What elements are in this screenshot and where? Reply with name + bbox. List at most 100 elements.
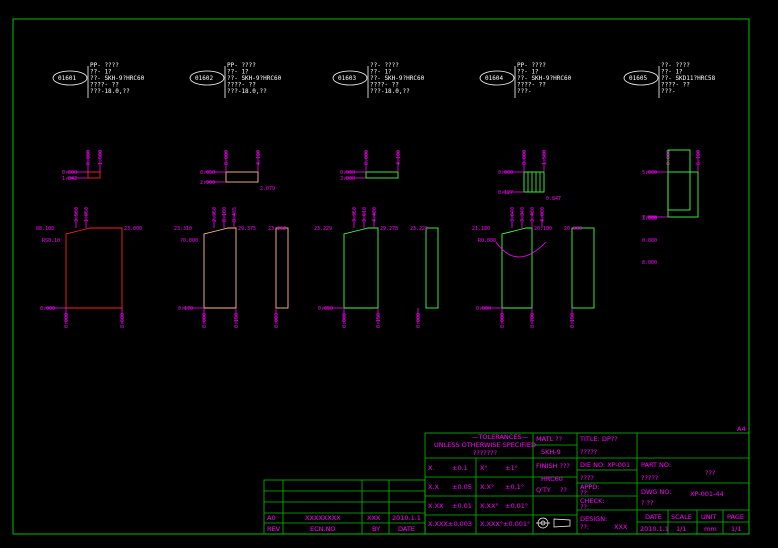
part-note-line: ???-18.0,?? xyxy=(90,88,130,95)
part-note-line: ??- SKH-9?HRC60 xyxy=(90,75,145,82)
slope-dim-value: R0.000 xyxy=(478,238,496,244)
bottom-dim-value: 0.150 xyxy=(234,313,240,328)
main-view-outline xyxy=(343,227,379,309)
matl-label: MATL ?? xyxy=(536,435,562,443)
part-note-line: ????- ?? xyxy=(227,82,256,89)
upper-dim-value: 8.100 xyxy=(222,207,228,222)
rev-header-ecn: ECN.NO xyxy=(310,525,336,533)
upper-dim-value: 3.480 xyxy=(530,207,536,222)
part-note-line: ??- SKH-9?HRC60 xyxy=(370,75,425,82)
part-note-line: ??- SKH-9?HRC60 xyxy=(517,75,572,82)
slope-dim-value: ?0.000 xyxy=(180,238,198,244)
part-no-value: ??? xyxy=(705,469,715,477)
finish-label: FINISH ??? xyxy=(536,462,570,470)
title-info-block: TITLE: DP?? ????? DIE NO: XP-001 ???? AP… xyxy=(579,435,630,531)
side-dim-value: 23.000 xyxy=(124,226,142,232)
tolerances-title: —TOLERANCES— xyxy=(472,433,529,441)
unit-value: mm xyxy=(704,525,717,533)
upper-dim-value: 3.500 xyxy=(74,207,80,222)
scale-value: 1/1 xyxy=(676,525,686,533)
part-view-01605: 01605??- ??????- 1???- SKD11?HRC58????- … xyxy=(623,62,716,266)
small-dim-value: 0.050 xyxy=(200,170,215,176)
side-dim-value: 23.262 xyxy=(268,226,286,232)
top-dim-value: 1.500 xyxy=(98,150,104,165)
tol-angle-format-2: X.X° xyxy=(480,483,494,491)
part-note-line: ???- xyxy=(517,88,531,95)
upper-dim-value: 2.350 xyxy=(212,207,218,222)
tol-format-2: X.X xyxy=(428,483,440,491)
die-no: DIE NO: XP-001 xyxy=(580,461,630,469)
scale-header: SCALE xyxy=(671,513,692,521)
small-dim-value: 5.000 xyxy=(642,170,657,176)
part-note-line: ??- 1? xyxy=(661,69,683,76)
part-note-line: ??- SKH-9?HRC60 xyxy=(227,75,282,82)
dwg-no-sub: ? ?? xyxy=(641,499,653,507)
side-dim-value: 0.000 xyxy=(642,238,657,244)
main-view-outline xyxy=(667,149,691,211)
small-dim-value: 0.000 xyxy=(498,170,513,176)
bottom-dim-value: 0.150 xyxy=(570,313,576,328)
part-no-sub: ????? xyxy=(641,474,658,482)
part-note-line: PP- ???? xyxy=(517,62,546,69)
side-dim-value: 23.229 xyxy=(314,226,332,232)
small-dim-value: 2.079 xyxy=(260,186,275,192)
small-dim-value: 0.000 xyxy=(340,170,355,176)
page-value: 1/1 xyxy=(731,525,741,533)
part-note-line: ??- 1? xyxy=(90,69,112,76)
side-dim-value: 21.180 xyxy=(472,226,490,232)
upper-dim-value: 3.640 xyxy=(510,207,516,222)
die-no-sub: ???? xyxy=(580,474,594,482)
side-dim-value: 23.310 xyxy=(174,226,192,232)
part-id-ellipse xyxy=(189,70,225,86)
bottom-dim-value: 8.700 xyxy=(530,313,536,328)
tol-value-2: ±0.05 xyxy=(452,483,472,491)
part-note-line: ????- ?? xyxy=(370,82,399,89)
bottom-dim-value: 8.600 xyxy=(120,313,126,328)
tol-format-1: X. xyxy=(428,464,435,472)
part-id-ellipse xyxy=(332,70,368,86)
part-id-label: 01601 xyxy=(58,75,76,82)
side-view-outline xyxy=(425,227,439,309)
bottom-dim-value: 0.000 xyxy=(64,313,70,328)
part-note-line: ???- xyxy=(661,88,675,95)
qty-label: Q'TY xyxy=(536,486,551,494)
bottom-dim-value: 0.000 xyxy=(342,313,348,328)
material-block: MATL ?? SKH-9 FINISH ??? HRC60 Q'TY ?? xyxy=(536,435,571,529)
part-note-line: ????- ?? xyxy=(661,82,690,89)
unit-header: UNIT xyxy=(701,513,717,521)
tol-angle-value-3: ±0.01° xyxy=(505,502,528,510)
side-dim-value: 29.278 xyxy=(380,226,398,232)
check-sub: ??: xyxy=(580,503,589,511)
bottom-left-dim: 0.170 xyxy=(178,306,193,312)
side-view-outline xyxy=(275,227,289,309)
title-sub: ????? xyxy=(580,448,597,456)
top-dim-value: 1.500 xyxy=(542,150,548,165)
top-dim-value: 0.000 xyxy=(522,150,528,165)
sheet-size-label: A4 xyxy=(737,425,746,433)
tol-value-1: ±0.1 xyxy=(452,464,468,472)
tol-angle-format-4: X.XXX° xyxy=(480,520,503,528)
design-by: XXX xyxy=(614,523,628,531)
upper-dim-value: 4.400 xyxy=(372,207,378,222)
main-view-outline xyxy=(203,227,237,309)
date-value: 2010.1.1 xyxy=(640,525,669,533)
bottom-dim-value: 0.000 xyxy=(500,313,506,328)
part-id-label: 01604 xyxy=(485,75,503,82)
part-note-line: PP- ???? xyxy=(227,62,256,69)
side-dim-value: 3.000 xyxy=(642,216,657,222)
side-view-outline xyxy=(571,227,595,309)
qty-value: ?? xyxy=(560,486,567,494)
rev-entry-by: XXX xyxy=(367,514,381,522)
rev-header-rev: REV xyxy=(267,525,281,533)
side-dim-value: 29.375 xyxy=(238,226,256,232)
upper-dim-value: 3.610 xyxy=(362,207,368,222)
top-view-outline xyxy=(87,171,101,179)
tol-angle-format-1: X° xyxy=(480,464,488,472)
tol-value-3: ±0.01 xyxy=(452,502,472,510)
revision-block: A0 XXXXXXXX XXX 2010.1.1 REV ECN.NO BY D… xyxy=(267,514,421,533)
top-dim-value: 4.100 xyxy=(256,150,262,165)
